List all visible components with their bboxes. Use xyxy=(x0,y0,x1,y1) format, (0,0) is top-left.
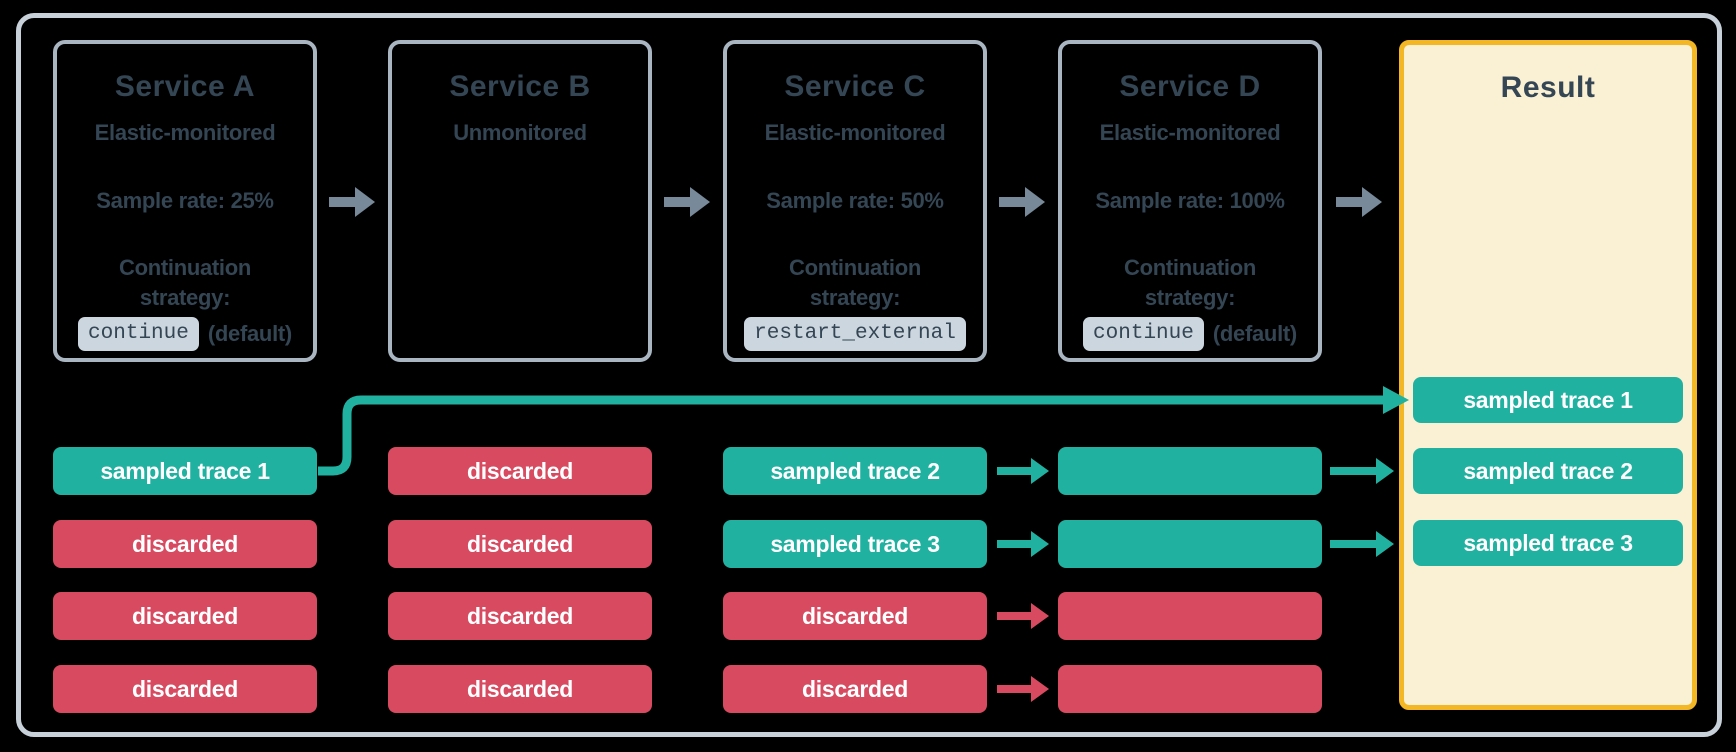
result-trace-pill: sampled trace 3 xyxy=(1413,520,1683,566)
trace-pill: sampled trace 3 xyxy=(723,520,987,568)
trace-pill: sampled trace 1 xyxy=(53,447,317,495)
arrow-head xyxy=(690,187,710,217)
service-c-strategy-code-chip: restart_external xyxy=(744,317,966,351)
trace-pill: discarded xyxy=(53,592,317,640)
result-pill-label: sampled trace 3 xyxy=(1463,530,1633,556)
arrow-head xyxy=(1362,187,1382,217)
trace-pill xyxy=(1058,592,1322,640)
trace-pill xyxy=(1058,665,1322,713)
arrow-shaft xyxy=(329,197,355,207)
arrow-shaft xyxy=(1330,540,1376,548)
arrow-head xyxy=(1376,531,1394,557)
service-d-strategy-default-note: (default) xyxy=(1212,321,1297,346)
service-d-box: Service D Elastic-monitored Sample rate:… xyxy=(1058,40,1322,362)
service-b-title: Service B xyxy=(449,70,591,103)
service-c-monitoring: Elastic-monitored xyxy=(764,120,946,145)
service-d-monitoring: Elastic-monitored xyxy=(1099,120,1281,145)
trace-pill-label: discarded xyxy=(132,531,238,557)
trace-pill-label: discarded xyxy=(467,531,573,557)
trace-pill-label: discarded xyxy=(802,603,908,629)
service-a-box: Service A Elastic-monitored Sample rate:… xyxy=(53,40,317,362)
service-a-strategy-default-note: (default) xyxy=(207,321,292,346)
service-d-sample-rate: Sample rate: 100% xyxy=(1095,188,1285,213)
trace-pill: discarded xyxy=(53,520,317,568)
service-a-strategy-label: Continuation strategy: xyxy=(118,255,252,310)
flow-arrow-a-to-b-icon xyxy=(329,187,375,217)
service-b-sample-rate xyxy=(392,187,648,215)
result-trace-pill: sampled trace 1 xyxy=(1413,377,1683,423)
service-c-title: Service C xyxy=(784,70,926,103)
result-pill-label: sampled trace 2 xyxy=(1463,458,1633,484)
trace-pill-label: discarded xyxy=(802,676,908,702)
trace-pill-label: sampled trace 3 xyxy=(770,531,940,557)
service-b-strategy-label xyxy=(435,253,605,254)
result-box: Result xyxy=(1399,40,1697,710)
trace-pill: discarded xyxy=(723,665,987,713)
result-title: Result xyxy=(1500,71,1596,104)
trace-arrow-d-to-result-icon xyxy=(1330,458,1394,484)
flow-arrow-d-to-result-icon xyxy=(1336,187,1382,217)
arrow-head xyxy=(1031,676,1049,702)
trace-pill: discarded xyxy=(723,592,987,640)
arrow-shaft xyxy=(997,612,1031,620)
trace-pill: discarded xyxy=(388,592,652,640)
service-d-strategy-label: Continuation strategy: xyxy=(1123,255,1257,310)
arrow-shaft xyxy=(1330,467,1376,475)
service-a-strategy-row: continue (default) xyxy=(57,317,313,351)
result-pill-label: sampled trace 1 xyxy=(1463,387,1633,413)
outer-frame xyxy=(16,13,1722,737)
trace-arrow-c-to-d-icon xyxy=(997,531,1049,557)
service-c-strategy-label: Continuation strategy: xyxy=(788,255,922,310)
arrow-head xyxy=(1376,458,1394,484)
service-a-sample-rate: Sample rate: 25% xyxy=(96,188,274,213)
arrow-shaft xyxy=(999,197,1025,207)
trace-pill-label: discarded xyxy=(467,603,573,629)
trace-arrow-c-to-d-icon xyxy=(997,458,1049,484)
trace-pill: discarded xyxy=(53,665,317,713)
service-c-sample-rate: Sample rate: 50% xyxy=(766,188,944,213)
service-d-strategy-code-chip: continue xyxy=(1083,317,1204,351)
service-b-monitoring: Unmonitored xyxy=(453,120,587,145)
result-trace-pill: sampled trace 2 xyxy=(1413,448,1683,494)
service-a-strategy-code-chip: continue xyxy=(78,317,199,351)
trace-pill: discarded xyxy=(388,665,652,713)
service-d-strategy-row: continue (default) xyxy=(1062,317,1318,351)
arrow-head xyxy=(1031,531,1049,557)
service-b-strategy-row xyxy=(392,258,648,292)
trace-arrow-d-to-result-icon xyxy=(1330,531,1394,557)
trace-pill-label: discarded xyxy=(467,676,573,702)
arrow-head xyxy=(1031,458,1049,484)
arrow-shaft xyxy=(997,467,1031,475)
trace-arrow-c-to-d-icon xyxy=(997,603,1049,629)
arrow-shaft xyxy=(664,197,690,207)
service-a-monitoring: Elastic-monitored xyxy=(94,120,276,145)
arrow-shaft xyxy=(997,540,1031,548)
trace-pill: discarded xyxy=(388,520,652,568)
arrow-shaft xyxy=(1336,197,1362,207)
trace-pill-label: sampled trace 2 xyxy=(770,458,940,484)
flow-arrow-b-to-c-icon xyxy=(664,187,710,217)
service-a-title: Service A xyxy=(114,70,256,103)
trace-pill-label: discarded xyxy=(132,603,238,629)
trace-pill-label: discarded xyxy=(467,458,573,484)
trace-pill: sampled trace 2 xyxy=(723,447,987,495)
arrow-head xyxy=(1031,603,1049,629)
trace-pill: discarded xyxy=(388,447,652,495)
service-c-box: Service C Elastic-monitored Sample rate:… xyxy=(723,40,987,362)
trace-pill xyxy=(1058,520,1322,568)
flow-arrow-c-to-d-icon xyxy=(999,187,1045,217)
trace-arrow-c-to-d-icon xyxy=(997,676,1049,702)
service-b-box: Service B Unmonitored xyxy=(388,40,652,362)
trace-pill xyxy=(1058,447,1322,495)
arrow-shaft xyxy=(997,685,1031,693)
trace-pill-label: sampled trace 1 xyxy=(100,458,270,484)
service-c-strategy-row: restart_external xyxy=(727,317,983,351)
trace-pill-label: discarded xyxy=(132,676,238,702)
arrow-head xyxy=(1025,187,1045,217)
service-d-title: Service D xyxy=(1119,70,1261,103)
arrow-head xyxy=(355,187,375,217)
